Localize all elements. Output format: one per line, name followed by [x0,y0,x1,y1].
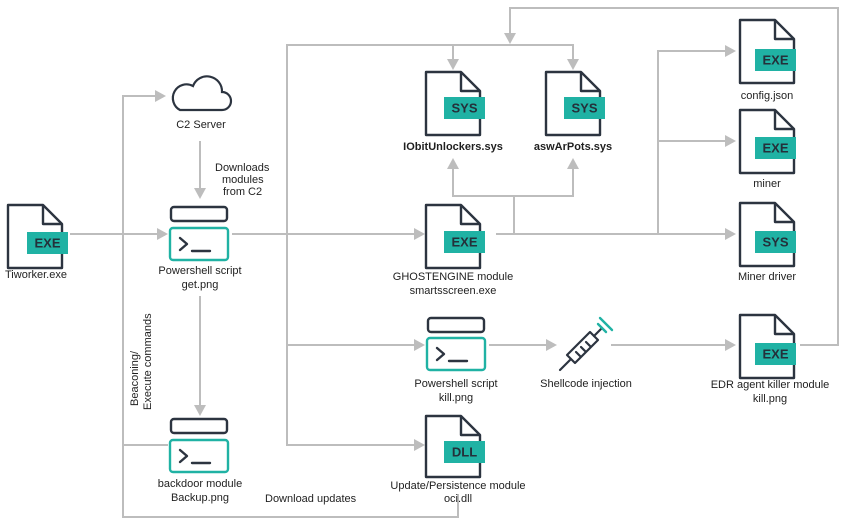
node-label: miner [753,178,781,190]
arrowhead [414,228,425,240]
badge-label: EXE [451,235,477,250]
arrowhead [567,158,579,169]
node-label: backdoor module [158,478,242,490]
shellcode-node: Shellcode injection [540,316,632,390]
exe-badge [27,232,68,254]
beaconing-label: Execute commands [142,313,154,410]
arrowhead [725,45,736,57]
node-label: get.png [182,279,219,291]
terminal-icon [168,417,230,474]
c2-server-node: C2 Server [171,75,233,131]
arrowhead [194,405,206,416]
connector-ghostengine-to-asw [514,165,574,197]
connectors [70,7,839,518]
aswarpots-node: SYS aswArPots.sys [534,70,612,153]
syringe-icon [558,316,614,372]
sys-badge [755,231,796,253]
downloads-label: from C2 [223,186,262,198]
node-label: kill.png [753,393,787,405]
node-label: smartsscreen.exe [410,285,497,297]
miner-node: EXE miner [738,108,796,190]
connector-beacon-loop [122,95,168,446]
connector-branch-trunk [286,44,574,234]
arrowhead [447,59,459,70]
badge-label: EXE [762,53,788,68]
arrowhead [447,158,459,169]
downloads-label: Downloads [215,162,270,174]
node-label: GHOSTENGINE module [393,271,513,283]
ghostengine-node: EXE GHOSTENGINE module smartsscreen.exe [393,203,513,297]
cloud-icon [171,75,233,112]
arrowhead [194,188,206,199]
node-label: kill.png [439,392,473,404]
config-node: EXE config.json [738,18,796,102]
node-label: oci.dll [444,493,472,505]
badge-label: SYS [571,101,597,116]
beaconing-label: Beaconing/ [129,350,141,406]
arrowhead [155,90,166,102]
miner-driver-node: SYS Miner driver [738,201,796,283]
node-label: Powershell script [158,265,241,277]
downloads-label: modules [222,174,264,186]
download-updates-label: Download updates [265,493,357,505]
node-label: config.json [741,90,794,102]
ps-kill-node: Powershell script kill.png [414,316,498,404]
edr-killer-node: EXE EDR agent killer module kill.png [711,313,830,405]
badge-label: EXE [762,141,788,156]
ps-get-node: Powershell script get.png [158,205,242,291]
exe-badge [755,343,796,365]
node-label: Backup.png [171,492,229,504]
connector-outputs-trunk [657,50,727,234]
sys-badge [564,97,605,119]
node-label: Shellcode injection [540,378,632,390]
node-label: EDR agent killer module [711,379,830,391]
connector-edr-loop [509,7,839,346]
node-label: Powershell script [414,378,497,390]
arrowhead [567,59,579,70]
sys-badge [444,97,485,119]
exe-badge [755,49,796,71]
badge-label: EXE [762,347,788,362]
arrowhead [504,33,516,44]
arrowhead [725,135,736,147]
exe-badge [755,137,796,159]
node-label: Miner driver [738,271,796,283]
badge-label: SYS [762,235,788,250]
node-label: aswArPots.sys [534,141,612,153]
badge-label: EXE [34,236,60,251]
arrowheads [155,33,736,451]
badge-label: SYS [451,101,477,116]
iobit-node: SYS IObitUnlockers.sys [403,70,503,153]
connector-branch-to-ps-kill [286,234,414,346]
update-node: DLL Update/Persistence module oci.dll [390,414,526,505]
node-label: IObitUnlockers.sys [403,141,503,153]
connector-branch-to-update [286,345,414,446]
connector-update-loop [122,445,459,518]
arrowhead [414,339,425,351]
dll-badge [444,441,485,463]
node-label: Tiworker.exe [5,269,67,281]
node-label: Update/Persistence module [390,480,525,492]
arrowhead [546,339,557,351]
arrowhead [725,339,736,351]
arrowhead [725,228,736,240]
node-label: C2 Server [176,119,226,131]
edge-labels: Downloads modules from C2 Beaconing/ Exe… [129,162,357,505]
backdoor-node: backdoor module Backup.png [158,417,242,504]
exe-badge [444,231,485,253]
badge-label: DLL [452,445,477,460]
terminal-icon [168,205,230,262]
arrowhead [157,228,168,240]
arrowhead [414,439,425,451]
tiworker-node: EXE Tiworker.exe [5,203,68,281]
terminal-icon [425,316,487,372]
